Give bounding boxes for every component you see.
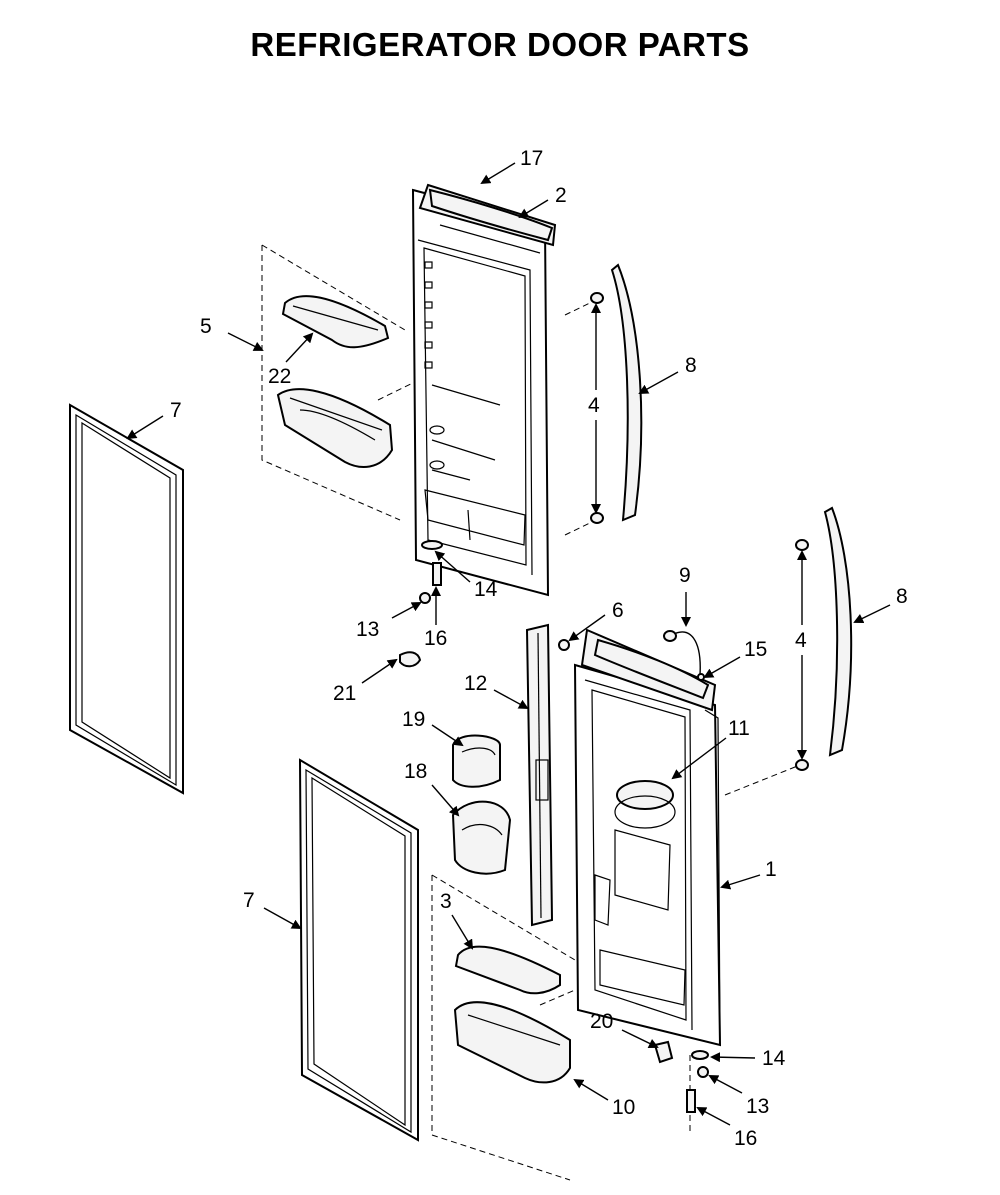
page-title: REFRIGERATOR DOOR PARTS <box>250 26 750 63</box>
callout-18: 18 <box>404 760 427 783</box>
callout-13-lower: 13 <box>746 1095 769 1118</box>
part-20 <box>653 1040 674 1064</box>
callout-2: 2 <box>555 184 567 207</box>
callout-21: 21 <box>333 682 356 705</box>
door-shelf-holes <box>424 261 433 369</box>
callout-19: 19 <box>402 708 425 731</box>
callout-10: 10 <box>612 1096 635 1119</box>
callout-8-lower: 8 <box>896 585 908 608</box>
bin-19 <box>452 734 501 788</box>
upper-door-assembly <box>411 183 557 597</box>
lower-handle <box>795 506 853 771</box>
callout-14-lower: 14 <box>762 1047 786 1070</box>
callout-17: 17 <box>520 147 543 170</box>
callout-labels: 17 2 5 22 7 4 8 14 13 16 9 6 15 8 4 21 1… <box>170 147 908 1150</box>
lower-door-assembly <box>573 628 722 1047</box>
callout-9: 9 <box>679 564 691 587</box>
lower-hinge-parts <box>686 1050 709 1113</box>
callout-1: 1 <box>765 858 777 881</box>
door-channel-12 <box>525 623 554 927</box>
callout-7-upper: 7 <box>170 399 182 422</box>
upper-bin-5 <box>276 388 394 468</box>
callout-11: 11 <box>728 717 750 740</box>
bin-18 <box>451 800 512 875</box>
upper-hinge-parts <box>419 540 443 604</box>
leader-lines <box>126 162 891 1126</box>
callout-12: 12 <box>464 672 487 695</box>
callout-22: 22 <box>268 365 291 388</box>
water-tube <box>663 630 705 681</box>
callout-20: 20 <box>590 1010 613 1033</box>
callout-6: 6 <box>612 599 624 622</box>
callout-5: 5 <box>200 315 212 338</box>
callout-8-upper: 8 <box>685 354 697 377</box>
callout-16-lower: 16 <box>734 1127 757 1150</box>
upper-shelf-22 <box>281 295 390 349</box>
lower-door-gasket <box>298 758 419 1142</box>
lower-bin-10 <box>453 1001 571 1084</box>
callout-16-upper: 16 <box>424 627 447 650</box>
callout-15: 15 <box>744 638 767 661</box>
callout-7-lower: 7 <box>243 889 255 912</box>
lower-shelf-3 <box>454 945 561 995</box>
callout-13-upper: 13 <box>356 618 379 641</box>
clip-21 <box>399 651 422 668</box>
callout-4-upper: 4 <box>588 394 600 417</box>
upper-door-gasket <box>69 403 184 795</box>
callout-14-upper: 14 <box>474 578 498 601</box>
hinge-pin-6 <box>558 639 570 651</box>
callout-3: 3 <box>440 890 452 913</box>
callout-4-lower: 4 <box>795 629 807 652</box>
